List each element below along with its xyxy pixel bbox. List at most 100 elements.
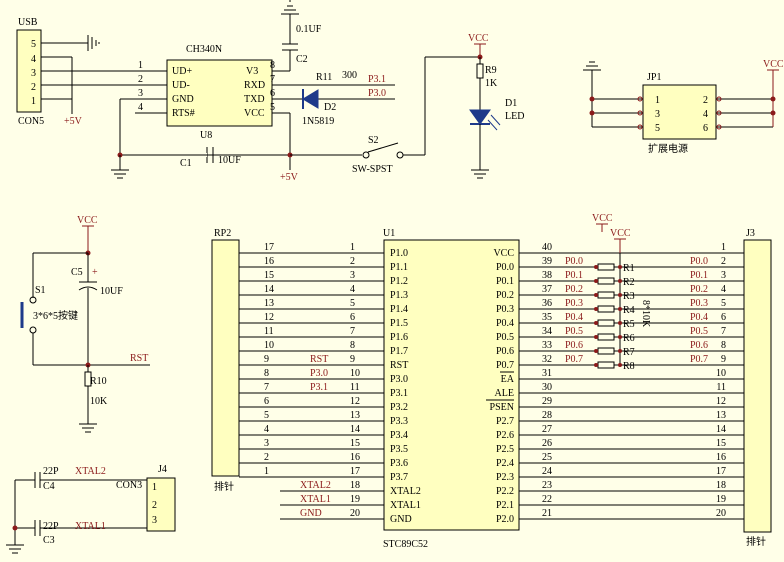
rp2-left-num: 5 <box>264 410 269 421</box>
led-vcc: VCC <box>468 33 489 44</box>
usb-pin-5: 5 <box>31 39 36 50</box>
c4-ref: C4 <box>43 481 55 492</box>
j3-desc: 排针 <box>746 535 766 548</box>
ch340-lnum-4: 4 <box>138 102 143 113</box>
j3-num: 17 <box>716 466 726 477</box>
j4-ref: J4 <box>158 464 167 475</box>
led-branch: VCC R9 1K D1 LED <box>468 33 524 179</box>
usb-5v-label: +5V <box>64 116 83 127</box>
j4-pin-1: 1 <box>152 482 157 493</box>
rnet-node <box>594 293 598 297</box>
u1-left-pin: P3.3 <box>390 416 408 427</box>
r11-ref: R11 <box>316 72 332 83</box>
ch340-rnum-6: 6 <box>270 88 275 99</box>
rnet-node <box>594 307 598 311</box>
c4-value: 22P <box>43 466 59 477</box>
ch340-chip: CH340N U8 1 2 3 4 UD+ UD- GND RTS# 8 7 6… <box>119 44 290 156</box>
ch340-rnum-5: 5 <box>270 102 275 113</box>
u1-right-pin: PSEN <box>490 402 514 413</box>
u1-right-pin: P0.4 <box>496 318 514 329</box>
rnet-ref: R4 <box>623 305 635 316</box>
u1-right-num: 22 <box>542 494 552 505</box>
rnet-common-node <box>618 307 622 311</box>
u1-right-net: P0.3 <box>565 298 583 309</box>
j3-net: P0.4 <box>690 312 708 323</box>
reset-net: RST <box>130 353 148 364</box>
u1-left-pin: P3.4 <box>390 430 408 441</box>
rp2-left-num: 3 <box>264 438 269 449</box>
r9-ref: R9 <box>485 65 497 76</box>
u1-right-num: 29 <box>542 396 552 407</box>
rp2-left-num: 14 <box>264 284 274 295</box>
rp2-net-label: RST <box>310 354 328 365</box>
rp2-left-num: 9 <box>264 354 269 365</box>
ch340-rnum-7: 7 <box>270 74 275 85</box>
u1-left-pin: P1.1 <box>390 262 408 273</box>
j4-name: CON3 <box>116 480 142 491</box>
rp2-left-num: 10 <box>264 340 274 351</box>
rnet-resistor <box>597 333 615 341</box>
u1-left-pin: P3.7 <box>390 472 408 483</box>
u1-right-pin: P0.0 <box>496 262 514 273</box>
u1-left-pin: P1.5 <box>390 318 408 329</box>
u1-right-num: 32 <box>542 354 552 365</box>
rp2-right-num: 14 <box>350 424 360 435</box>
u1-right-num: 35 <box>542 312 552 323</box>
rp2-left-num: 11 <box>264 326 274 337</box>
jp1-l1: 1 <box>655 95 660 106</box>
rnet-value: 8*10K <box>640 300 651 328</box>
rnet-resistor <box>597 263 615 271</box>
rnet-node <box>594 321 598 325</box>
j3-net: P0.6 <box>690 340 708 351</box>
u1-right-num: 23 <box>542 480 552 491</box>
rp2-body <box>211 239 240 477</box>
u1-left-pin: P1.7 <box>390 346 408 357</box>
u1-right-num: 36 <box>542 298 552 309</box>
rnet-ref: R1 <box>623 263 635 274</box>
rp2-right-num: 7 <box>350 326 355 337</box>
rp2-right-num: 17 <box>350 466 360 477</box>
c5-value: 10UF <box>100 286 123 297</box>
crystal-connector: 22P C4 22P C3 XTAL2 XTAL1 CON3 J4 1 2 3 <box>6 464 176 554</box>
ch340-lnum-3: 3 <box>138 88 143 99</box>
rp2-net-label: XTAL2 <box>300 480 331 491</box>
u1-right-pin: P0.7 <box>496 360 514 371</box>
ch340-rnum-8: 8 <box>270 60 275 71</box>
rp2-net-label: GND <box>300 508 322 519</box>
ch340-lnum-2: 2 <box>138 74 143 85</box>
j3-num: 8 <box>721 340 726 351</box>
u1-right-pin: P0.1 <box>496 276 514 287</box>
usb-pin-1: 1 <box>31 96 36 107</box>
rp2-right-num: 9 <box>350 354 355 365</box>
rp2-right-num: 1 <box>350 242 355 253</box>
c1-5v-label: +5V <box>280 172 299 183</box>
s1-ref: S1 <box>35 285 46 296</box>
rp2-left-num: 4 <box>264 424 269 435</box>
jp1-ref: JP1 <box>647 72 661 83</box>
u1-left-pin: XTAL1 <box>390 500 421 511</box>
s2-value: SW-SPST <box>352 164 393 175</box>
rnet-ref: R6 <box>623 333 635 344</box>
j3-num: 2 <box>721 256 726 267</box>
j3-num: 20 <box>716 508 726 519</box>
rnet-resistors: VCC VCC 8*10K <box>592 213 651 365</box>
u1-ref: U1 <box>383 228 395 239</box>
j3-num: 7 <box>721 326 726 337</box>
u1-right-num: 33 <box>542 340 552 351</box>
rnet-node <box>594 265 598 269</box>
u1-left-pin: P1.3 <box>390 290 408 301</box>
rp2-left-num: 17 <box>264 242 274 253</box>
u1-right-net: P0.4 <box>565 312 583 323</box>
j3-num: 18 <box>716 480 726 491</box>
u1-vcc: VCC <box>592 213 613 224</box>
net-p31: P3.1 <box>368 74 386 85</box>
u1-right-num: 28 <box>542 410 552 421</box>
reset-circuit: VCC + C5 10UF S1 3*6*5按键 RST R10 10K <box>20 215 150 433</box>
u1-right-net: P0.2 <box>565 284 583 295</box>
rnet-ref: R5 <box>623 319 635 330</box>
u1-left-pin: P3.0 <box>390 374 408 385</box>
rp2-right-num: 16 <box>350 452 360 463</box>
j4-pin-3: 3 <box>152 515 157 526</box>
u1-body <box>383 239 520 531</box>
